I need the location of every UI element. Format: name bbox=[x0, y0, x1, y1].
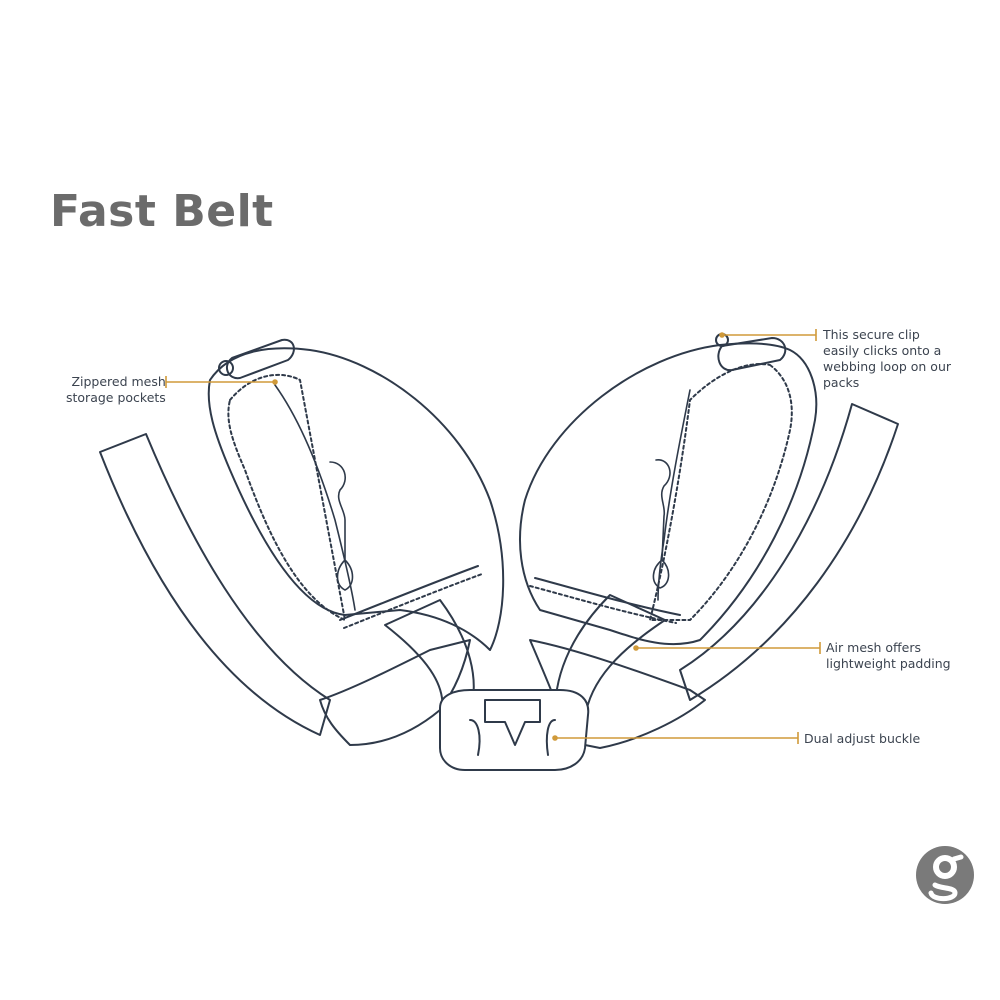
callout-pockets-line-2: storage pockets bbox=[66, 390, 166, 405]
pockets-leader bbox=[165, 376, 275, 388]
clip-leader bbox=[722, 329, 817, 341]
right-pocket bbox=[519, 342, 818, 646]
left-clip bbox=[225, 338, 295, 380]
page-title: Fast Belt bbox=[50, 186, 274, 237]
callout-mesh: Air mesh offers lightweight padding bbox=[826, 640, 951, 672]
callout-buckle-line-1: Dual adjust buckle bbox=[804, 731, 921, 746]
callout-clip-line-3: webbing loop on our bbox=[823, 359, 952, 374]
callout-clip-line-1: This secure clip bbox=[823, 327, 920, 342]
left-zipper bbox=[274, 384, 356, 611]
callout-buckle: Dual adjust buckle bbox=[804, 731, 920, 747]
g-logo-icon bbox=[916, 846, 974, 904]
right-zipper bbox=[657, 389, 691, 601]
callout-clip-line-4: packs bbox=[823, 375, 860, 390]
callout-pockets: Zippered mesh storage pockets bbox=[66, 374, 166, 406]
buckle-leader bbox=[555, 732, 799, 744]
right-clip bbox=[717, 337, 787, 372]
left-pocket bbox=[207, 347, 505, 651]
callout-clip-line-2: easily clicks onto a bbox=[823, 343, 942, 358]
mesh-leader bbox=[636, 642, 821, 654]
left-strap bbox=[99, 433, 331, 736]
callout-mesh-line-1: Air mesh offers bbox=[826, 640, 922, 655]
callout-clip: This secure clip easily clicks onto a we… bbox=[823, 327, 951, 391]
callout-pockets-line-1: Zippered mesh bbox=[71, 374, 166, 389]
buckle bbox=[439, 689, 590, 771]
right-strap bbox=[679, 403, 899, 701]
callout-mesh-line-2: lightweight padding bbox=[826, 656, 951, 671]
